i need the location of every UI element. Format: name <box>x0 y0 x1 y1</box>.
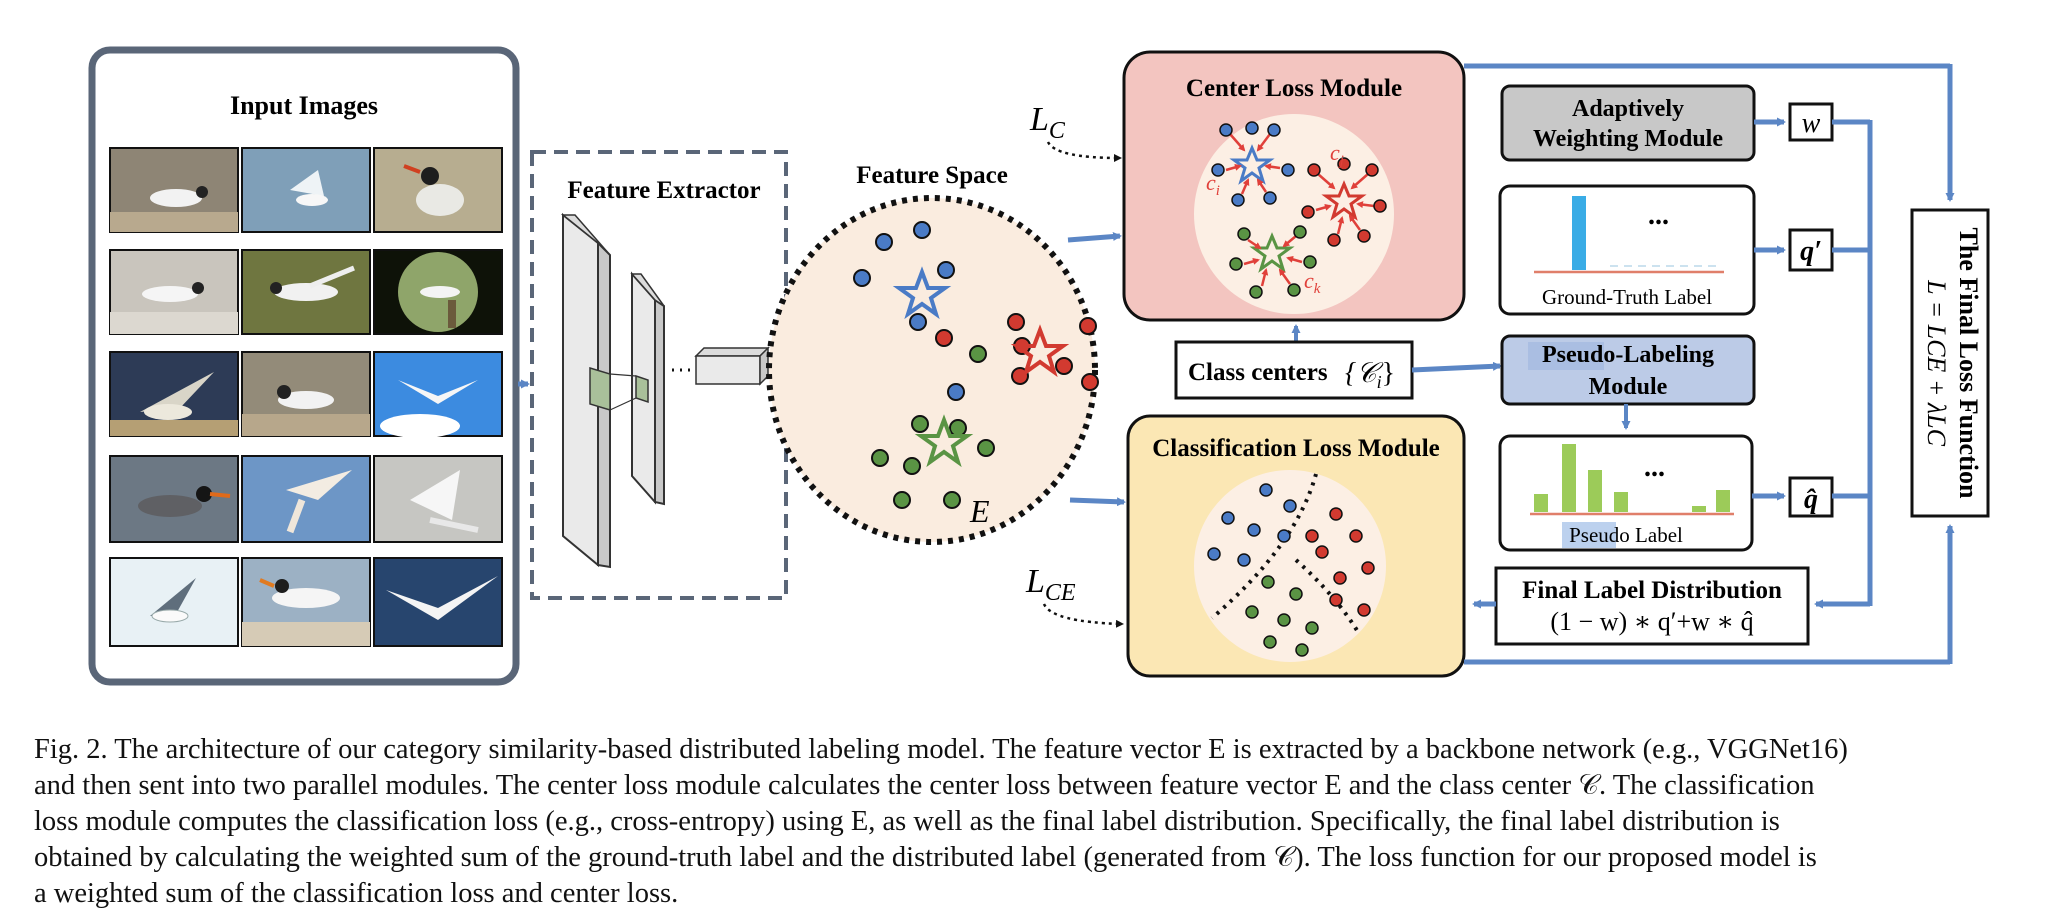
center-loss-route <box>1464 63 1955 202</box>
svg-text:q′: q′ <box>1800 236 1822 267</box>
arrow-centers-to-pseudo-labeling <box>1411 361 1502 373</box>
final-label-formula: (1 − w) ∗ q′+w ∗ q̂ <box>1550 607 1753 636</box>
svg-text:Weighting Module: Weighting Module <box>1533 126 1723 152</box>
architecture-diagram: Input Images Feature <box>88 46 1990 686</box>
blue-class-center-star <box>892 266 952 320</box>
center-k-label: ck <box>1304 268 1321 297</box>
bird-image <box>241 455 371 543</box>
caption-line: and then sent into two parallel modules.… <box>34 770 1815 801</box>
bird-image <box>373 351 503 438</box>
final-loss-function-box: The Final Loss Function L = LCE + λLC <box>1910 208 1990 518</box>
svg-text:Ground-Truth Label: Ground-Truth Label <box>1542 285 1712 309</box>
bird-image <box>109 557 239 647</box>
pseudo-label-box: ... Pseudo Label <box>1498 434 1754 552</box>
center-j-label: cj <box>1330 140 1344 169</box>
bird-image <box>373 147 503 233</box>
bird-image <box>109 455 239 543</box>
bird-image <box>109 249 239 335</box>
bird-image <box>241 351 371 437</box>
w-output-box: w <box>1788 102 1834 142</box>
ce-loss-symbol: LCE <box>1025 563 1124 628</box>
svg-text:Final Label Distribution: Final Label Distribution <box>1522 577 1782 604</box>
center-loss-clusters <box>1211 121 1387 299</box>
svg-text:...: ... <box>1648 200 1669 231</box>
feature-space-points <box>853 221 1099 509</box>
ground-truth-label-box: ... Ground-Truth Label <box>1498 184 1756 316</box>
feature-vector-label: E <box>969 493 990 529</box>
svg-text:Adaptively: Adaptively <box>1572 96 1684 122</box>
caption-line: a weighted sum of the classification los… <box>34 878 679 909</box>
bird-image <box>373 249 503 335</box>
svg-text:w: w <box>1802 108 1821 139</box>
class-centers-math: {𝒞i} <box>1345 358 1395 392</box>
ground-truth-bar <box>1572 196 1586 270</box>
caption-line: obtained by calculating the weighted sum… <box>34 842 1817 873</box>
center-i-label: ci <box>1206 170 1220 199</box>
svg-text:...: ... <box>1644 452 1665 483</box>
classification-points <box>1207 473 1375 657</box>
input-images-title: Input Images <box>230 91 378 120</box>
svg-text:Module: Module <box>1589 374 1668 400</box>
caption-line: loss module computes the classification … <box>34 806 1780 837</box>
svg-text:LCE: LCE <box>1025 563 1076 606</box>
feature-extractor-title: Feature Extractor <box>567 177 760 204</box>
svg-text:Pseudo Label: Pseudo Label <box>1569 523 1683 547</box>
arrow-space-to-center-loss <box>1067 232 1122 243</box>
bird-image <box>241 249 371 335</box>
arrow-space-to-classification <box>1069 497 1126 507</box>
q-hat-output-box: q̂ <box>1788 476 1834 518</box>
bird-image <box>109 147 239 233</box>
figure-caption: Fig. 2. The architecture of our category… <box>34 732 2044 912</box>
class-centers-label: Class centers <box>1188 359 1328 386</box>
bird-image <box>241 557 371 647</box>
feature-extractor-panel: Feature Extractor <box>530 150 788 600</box>
weight-collect-lines <box>1814 119 1873 609</box>
final-loss-title: The Final Loss Function <box>1954 228 1983 499</box>
classification-loss-title: Classification Loss Module <box>1152 435 1440 462</box>
center-loss-symbol: LC <box>1029 101 1122 162</box>
adaptive-weighting-module: Adaptively Weighting Module <box>1500 84 1756 162</box>
bird-image-grid <box>109 147 503 647</box>
class-centers-box: Class centers {𝒞i} <box>1174 340 1414 400</box>
center-loss-module: Center Loss Module <box>1122 50 1466 322</box>
input-images-panel: Input Images <box>88 46 520 686</box>
svg-text:Pseudo-Labeling: Pseudo-Labeling <box>1542 342 1714 368</box>
center-loss-title: Center Loss Module <box>1186 75 1402 102</box>
final-loss-formula: L = LCE + λLC <box>1922 279 1951 446</box>
feature-space-title: Feature Space <box>856 162 1008 189</box>
caption-line: Fig. 2. The architecture of our category… <box>34 734 1848 765</box>
bird-image <box>241 147 371 233</box>
svg-text:LC: LC <box>1029 101 1066 144</box>
green-class-center-star <box>914 414 974 468</box>
classification-loss-module: Classification Loss Module <box>1126 414 1466 678</box>
bird-image <box>373 557 503 647</box>
q-prime-output-box: q′ <box>1788 228 1834 272</box>
bird-image <box>109 351 239 437</box>
svg-text:q̂: q̂ <box>1804 484 1818 515</box>
red-class-center-star <box>1010 324 1070 378</box>
pseudo-labeling-module: Pseudo-Labeling Module <box>1500 334 1756 406</box>
pseudo-label-bars <box>1534 444 1730 512</box>
classification-loss-route <box>1464 524 1955 665</box>
cnn-layers-icon <box>560 212 770 569</box>
feature-space: Feature Space E <box>766 162 1099 545</box>
final-label-distribution-box: Final Label Distribution (1 − w) ∗ q′+w … <box>1494 566 1810 646</box>
bird-image <box>373 455 503 543</box>
